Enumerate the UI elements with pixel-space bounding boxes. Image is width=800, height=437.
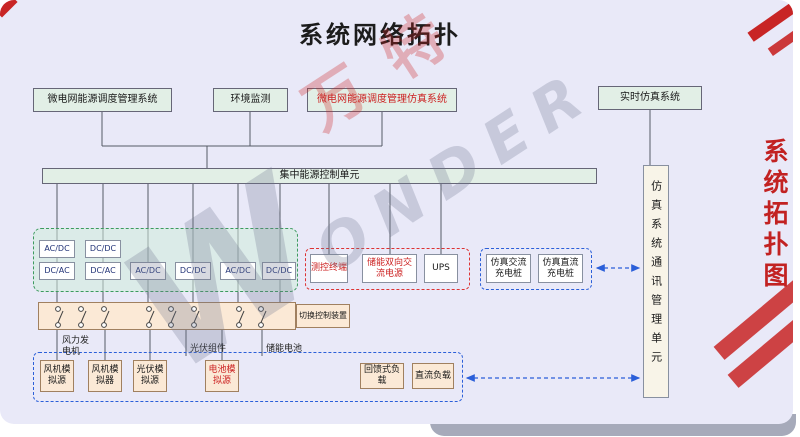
box-pv-sim-source: 光伏模拟源 bbox=[133, 360, 167, 392]
box-feedback-load: 回馈式负载 bbox=[360, 363, 404, 389]
label-wind-generator: 风力发电机 bbox=[62, 336, 90, 357]
converter: DC/DC bbox=[262, 262, 296, 280]
box-dc-charging-pile: 仿真直流充电桩 bbox=[538, 254, 583, 283]
converter: AC/DC bbox=[130, 262, 166, 280]
page-title: 系统网络拓扑 bbox=[299, 21, 461, 49]
switch-icon bbox=[52, 305, 64, 329]
box-ups: UPS bbox=[424, 254, 458, 283]
box-battery-sim-source: 电池模拟源 bbox=[205, 360, 239, 392]
converter: DC/DC bbox=[175, 262, 211, 280]
switch-icon bbox=[165, 305, 177, 329]
converter: AC/DC bbox=[220, 262, 256, 280]
converter: DC/DC bbox=[85, 240, 121, 258]
sim-source-group bbox=[33, 352, 463, 402]
logo-band-bottom-right bbox=[727, 281, 793, 388]
box-wind-sim-source: 风机模拟源 bbox=[40, 360, 74, 392]
topology-canvas: WONDER 万特 bbox=[0, 0, 793, 424]
converter: DC/AC bbox=[39, 262, 75, 280]
box-realtime-sim: 实时仿真系统 bbox=[598, 86, 702, 110]
box-comm-management-unit: 仿真系统通讯管理单元 bbox=[643, 165, 669, 398]
switch-icon bbox=[75, 305, 87, 329]
switch-icon bbox=[233, 305, 245, 329]
label-storage-battery: 储能电池 bbox=[266, 344, 303, 354]
box-dc-load: 直流负载 bbox=[412, 363, 454, 389]
side-caption: 系统拓扑图 bbox=[760, 138, 789, 293]
logo-mark-top-right bbox=[767, 21, 793, 56]
converter: DC/AC bbox=[85, 262, 121, 280]
box-storage-ac-source: 储能双向交流电源 bbox=[362, 254, 417, 283]
box-control-terminal: 测控终端 bbox=[310, 254, 348, 283]
box-ems: 微电网能源调度管理系统 bbox=[33, 88, 172, 112]
label-pv-module: 光伏组件 bbox=[190, 344, 227, 354]
switch-device-label: 切换控制装置 bbox=[296, 304, 350, 328]
box-sim-ems: 微电网能源调度管理仿真系统 bbox=[307, 88, 457, 112]
switch-icon bbox=[143, 305, 155, 329]
converter-group bbox=[33, 228, 298, 292]
switch-icon bbox=[188, 305, 200, 329]
box-ac-charging-pile: 仿真交流充电桩 bbox=[486, 254, 531, 283]
switch-icon bbox=[98, 305, 110, 329]
measure-group bbox=[305, 248, 470, 290]
box-env-monitor: 环境监测 bbox=[213, 88, 288, 112]
box-wind-simulator: 风机模拟器 bbox=[88, 360, 122, 392]
switch-device-box bbox=[38, 302, 296, 330]
switch-icon bbox=[255, 305, 267, 329]
converter: AC/DC bbox=[39, 240, 75, 258]
charging-group bbox=[480, 248, 592, 290]
bus-central-energy-control: 集中能源控制单元 bbox=[42, 168, 597, 184]
